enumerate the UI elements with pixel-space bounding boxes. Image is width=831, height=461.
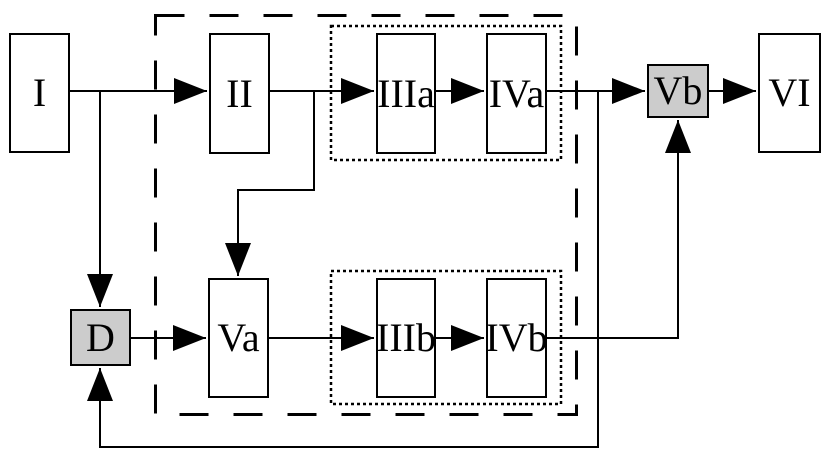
dashed-group-boundary (154, 14, 578, 416)
dotted-subgroup-a-boundary (329, 24, 563, 162)
node-vi: VI (758, 33, 821, 153)
node-i: I (9, 33, 70, 153)
node-vb: Vb (647, 64, 709, 118)
node-ii: II (209, 33, 270, 154)
edge-ivb-vb (547, 120, 691, 339)
node-iva: IVa (486, 33, 547, 154)
node-iiia: IIIa (376, 33, 436, 154)
node-ivb: IVb (485, 278, 548, 398)
edge-feedback-iva-d (87, 92, 599, 448)
edge-ii-va (225, 92, 315, 276)
node-va: Va (208, 278, 269, 398)
node-iiib: IIIb (376, 278, 436, 398)
node-d: D (70, 309, 131, 366)
